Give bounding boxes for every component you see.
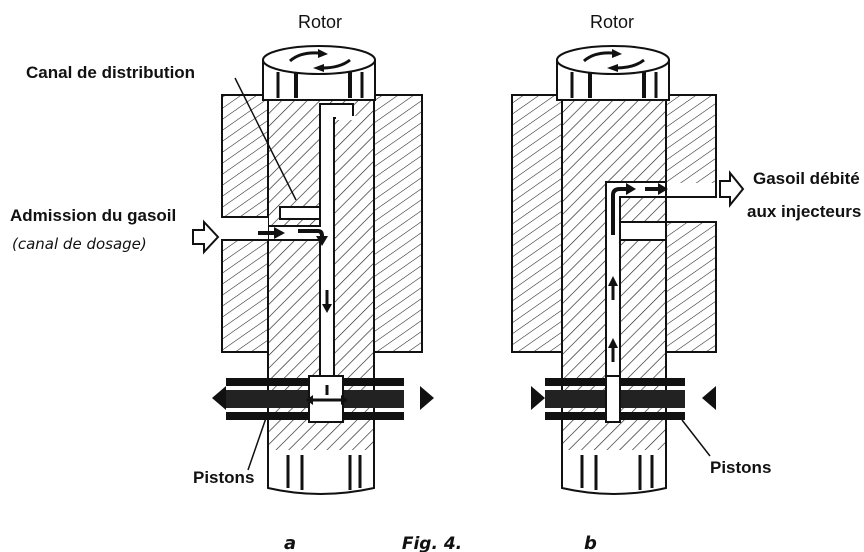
- leader-channel: [234, 77, 297, 201]
- label-admission: Admission du gasoil: [10, 206, 176, 225]
- diagram-a: Rotor: [10, 12, 434, 552]
- rotor-base-b: [561, 450, 667, 495]
- label-injecteurs: aux injecteurs: [747, 202, 861, 221]
- channels-a: [267, 103, 356, 401]
- flow-arrows-b: [608, 183, 668, 362]
- sublabel-b: b: [584, 533, 597, 552]
- rotor-title-b: Rotor: [590, 12, 634, 32]
- housing-b: [511, 94, 717, 353]
- rotor-base-a: [267, 450, 375, 495]
- rotor-title-a: Rotor: [298, 12, 342, 32]
- arrow-in-left-b: [531, 386, 545, 410]
- arrow-right-a: [420, 386, 434, 410]
- rotor-top-b: [556, 45, 670, 101]
- inlet-arrow-icon: [192, 219, 220, 255]
- label-pistons-b: Pistons: [710, 458, 771, 477]
- rotor-top-a: [262, 45, 376, 101]
- pistons-a: [212, 375, 434, 423]
- sublabel-a: a: [284, 533, 296, 552]
- figure-caption: Fig. 4.: [402, 534, 462, 552]
- pistons-b: [531, 375, 716, 423]
- label-pistons-a: Pistons: [193, 468, 254, 487]
- diagram-b: Rotor: [511, 12, 861, 552]
- housing-a: [221, 94, 423, 353]
- leader-pistons-a: [247, 417, 267, 471]
- label-gasoil-debite: Gasoil débité: [753, 169, 860, 188]
- inlet-passage-a: [222, 216, 268, 241]
- arrow-in-right-b: [702, 386, 716, 410]
- label-canal-distribution: Canal de distribution: [26, 63, 195, 82]
- flow-arrows-a: [258, 227, 348, 405]
- arrow-left-a: [212, 386, 226, 410]
- leader-pistons-b: [681, 419, 711, 457]
- label-canal-dosage: (canal de dosage): [12, 235, 147, 253]
- outlet-arrow-icon: [719, 170, 745, 208]
